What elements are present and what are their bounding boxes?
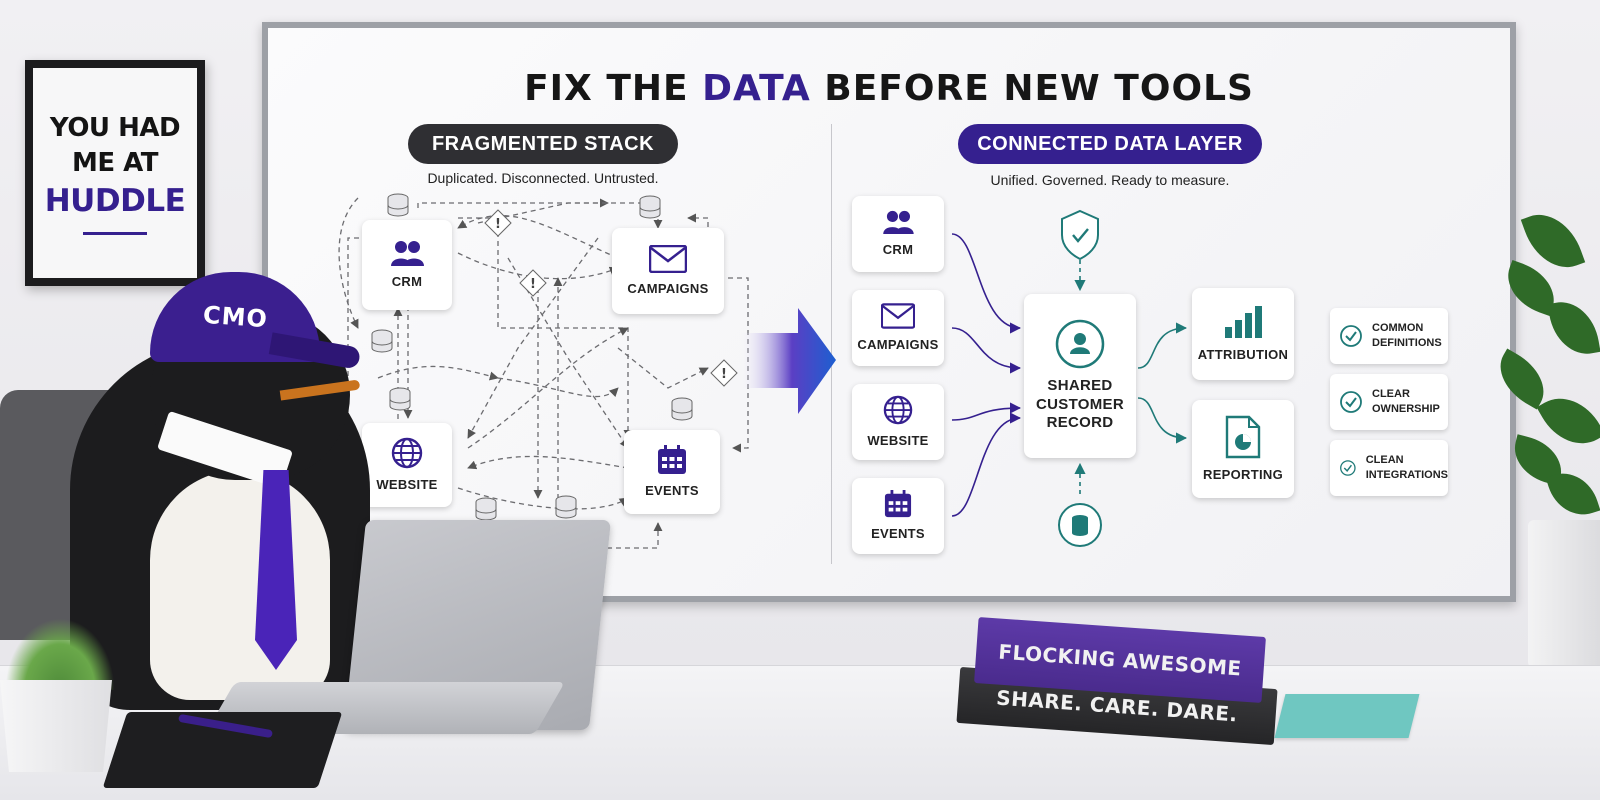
database-icon	[639, 195, 661, 219]
users-icon	[391, 240, 424, 266]
connected-campaigns-label: CAMPAIGNS	[857, 336, 939, 352]
connected-crm-label: CRM	[882, 241, 914, 257]
hub-label: SHARED CUSTOMER RECORD	[1036, 377, 1124, 433]
hub-label-line-3: RECORD	[1046, 414, 1114, 432]
connected-campaigns-card: CAMPAIGNS	[852, 290, 944, 366]
check-text-line-2: DEFINITIONS	[1372, 337, 1442, 349]
reporting-card: REPORTING	[1192, 400, 1294, 498]
diagram-connectors: ! ! !	[338, 193, 1188, 549]
connected-events-card: EVENTS	[852, 478, 944, 554]
check-text-line-2: INTEGRATIONS	[1365, 469, 1448, 481]
globe-icon	[883, 395, 913, 425]
shared-customer-record-card: SHARED CUSTOMER RECORD	[1024, 294, 1136, 458]
poster-brand: HUDDLE	[44, 183, 186, 220]
connected-crm-card: CRM	[852, 196, 944, 272]
check-circle-icon	[1340, 325, 1362, 347]
framed-poster: YOU HAD ME AT HUDDLE	[25, 60, 205, 286]
poster-underline	[83, 231, 147, 235]
bar-chart-icon	[1225, 305, 1262, 338]
mail-icon	[649, 244, 687, 273]
necktie	[255, 470, 297, 670]
check-text-line-1: COMMON	[1372, 322, 1424, 335]
fragmented-stack-heading: FRAGMENTED STACK	[408, 124, 678, 164]
fragmented-website-label: WEBSITE	[376, 476, 438, 492]
fragmented-stack-subtitle: Duplicated. Disconnected. Untrusted.	[427, 170, 659, 186]
penguin-belly	[150, 470, 330, 700]
fragmented-website-card: WEBSITE	[362, 423, 452, 507]
fragmented-crm-label: CRM	[391, 273, 423, 289]
database-icon	[475, 497, 497, 521]
database-icon	[387, 193, 409, 217]
poster-line-1: YOU HAD	[49, 113, 181, 144]
poster-line-2: ME AT	[71, 148, 159, 179]
hub-label-line-2: CUSTOMER	[1036, 395, 1124, 413]
attribution-card: ATTRIBUTION	[1192, 288, 1294, 380]
whiteboard-surface: FIX THE DATA BEFORE NEW TOOLS FRAGMENTED…	[268, 28, 1510, 596]
hub-label-line-1: SHARED	[1047, 376, 1113, 394]
database-icon	[371, 329, 393, 353]
shield-icon	[1061, 209, 1099, 261]
connected-events-label: EVENTS	[871, 525, 925, 541]
check-text-line-1: CLEAR	[1372, 388, 1410, 401]
svg-text:!: !	[530, 277, 536, 292]
svg-text:!: !	[721, 367, 727, 382]
poster-canvas: YOU HAD ME AT HUDDLE	[33, 68, 197, 278]
transition-arrow	[738, 308, 836, 414]
check-text: CLEAR OWNERSHIP	[1372, 387, 1440, 417]
succulent-pot	[0, 680, 112, 772]
warning-icon: !	[484, 209, 512, 237]
svg-text:!: !	[495, 217, 501, 232]
mail-icon	[881, 303, 915, 329]
warning-icon: !	[710, 359, 738, 387]
check-circle-icon	[1340, 460, 1356, 476]
sticky-note-pad	[1274, 694, 1420, 738]
check-item: CLEAN INTEGRATIONS	[1330, 440, 1448, 496]
fragmented-crm-card: CRM	[362, 220, 452, 310]
warning-icon: !	[519, 269, 547, 297]
check-item: CLEAR OWNERSHIP	[1330, 374, 1448, 430]
fragmented-events-label: EVENTS	[645, 482, 699, 498]
database-icon	[671, 397, 693, 421]
check-text-line-1: CLEAN	[1365, 454, 1404, 467]
database-icon	[389, 387, 411, 411]
fragmented-events-card: EVENTS	[624, 430, 720, 514]
connected-layer-heading: CONNECTED DATA LAYER	[958, 124, 1262, 164]
connected-layer-subtitle: Unified. Governed. Ready to measure.	[990, 172, 1230, 188]
check-item: COMMON DEFINITIONS	[1330, 308, 1448, 364]
cap-text: CMO	[201, 300, 269, 334]
database-icon	[555, 495, 577, 519]
succulent-plant	[5, 618, 115, 690]
connected-website-card: WEBSITE	[852, 384, 944, 460]
board-title-accent: DATA	[702, 68, 811, 109]
board-divider	[831, 124, 832, 564]
whiteboard: FIX THE DATA BEFORE NEW TOOLS FRAGMENTED…	[262, 22, 1516, 602]
plant-pot	[1528, 520, 1600, 668]
check-text: COMMON DEFINITIONS	[1372, 321, 1442, 351]
board-title-post: BEFORE NEW TOOLS	[810, 68, 1254, 109]
fragment-decor: ! ! !	[371, 193, 738, 521]
check-circle-icon	[1340, 391, 1362, 413]
globe-icon	[391, 437, 423, 469]
check-text: CLEAN INTEGRATIONS	[1366, 453, 1448, 483]
calendar-icon	[658, 444, 686, 474]
reporting-label: REPORTING	[1203, 466, 1283, 482]
fragmented-campaigns-label: CAMPAIGNS	[627, 280, 709, 296]
board-title-pre: FIX THE	[524, 68, 703, 109]
check-text-line-2: OWNERSHIP	[1372, 403, 1440, 415]
attribution-label: ATTRIBUTION	[1197, 346, 1289, 362]
board-title: FIX THE DATA BEFORE NEW TOOLS	[268, 68, 1510, 109]
report-icon	[1225, 415, 1261, 459]
user-circle-icon	[1055, 319, 1105, 369]
fragmented-campaigns-card: CAMPAIGNS	[612, 228, 724, 314]
users-icon	[883, 210, 914, 234]
connected-lines	[951, 233, 1188, 517]
database-teal-icon	[1058, 503, 1102, 547]
connected-website-label: WEBSITE	[867, 432, 929, 448]
calendar-icon	[884, 489, 912, 517]
